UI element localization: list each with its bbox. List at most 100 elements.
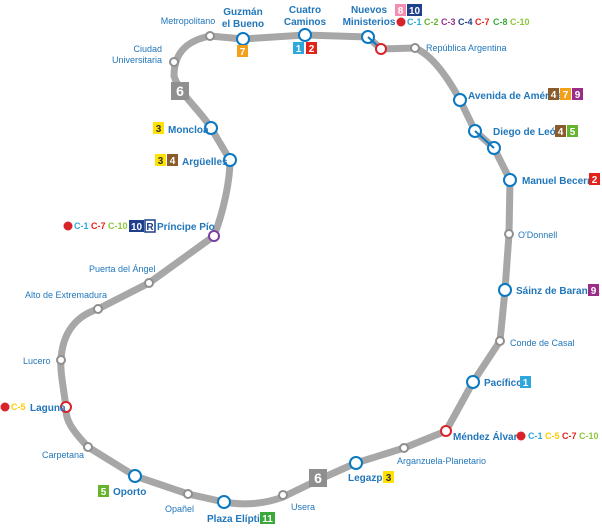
label-nuevos-ministerios-1: Nuevos	[351, 5, 388, 16]
badge-cuatro-caminos-2: 2	[309, 44, 315, 55]
cerc-nm-c1: C-1	[407, 17, 422, 27]
label-lucero: Lucero	[23, 356, 51, 366]
badge-nuevos-ministerios-10: 10	[409, 6, 421, 17]
station-puerta-angel-dot[interactable]	[144, 278, 154, 288]
line-6-badge-south-label: 6	[314, 470, 322, 486]
badge-diego-de-leon-5: 5	[570, 127, 576, 138]
label-principe-pio: Príncipe Pío	[157, 222, 215, 233]
cerc-laguna-c5: C-5	[11, 402, 26, 412]
label-mendez-alvaro: Méndez Álvaro	[453, 430, 524, 443]
station-manuel-becerra-dot[interactable]	[503, 173, 517, 187]
station-alto-extremadura-dot[interactable]	[93, 304, 103, 314]
cercanias-icon	[0, 402, 10, 412]
label-opanel: Opañel	[165, 504, 194, 514]
cerc-nm-c8: C-8	[493, 17, 508, 27]
station-metropolitano-dot[interactable]	[205, 31, 215, 41]
cerc-nm-c10: C-10	[510, 17, 530, 27]
station-opanel-dot[interactable]	[183, 489, 193, 499]
badge-diego-de-leon-4: 4	[558, 127, 564, 138]
station-plaza-eliptica-dot[interactable]	[217, 495, 231, 509]
badge-avenida-america-9: 9	[575, 90, 581, 101]
badge-plaza-eliptica-11: 11	[262, 514, 273, 525]
station-arganzuela-dot[interactable]	[399, 443, 409, 453]
label-puerta-angel: Puerta del Ángel	[89, 264, 156, 274]
cercanias-icon	[516, 431, 526, 441]
cerc-nm-c7: C-7	[475, 17, 490, 27]
interchange-stations	[128, 28, 517, 509]
station-lucero-dot[interactable]	[56, 355, 66, 365]
cerc-pp-c10: C-10	[108, 221, 128, 231]
label-plaza-eliptica: Plaza Elíptica	[207, 514, 271, 525]
line-6-badge-north	[171, 82, 189, 100]
cerc-ma-c7: C-7	[562, 431, 577, 441]
label-pacifico: Pacífico	[484, 378, 522, 389]
station-guzman-dot[interactable]	[236, 32, 250, 46]
cercanias-icon	[396, 17, 406, 27]
station-principe-pio-dot[interactable]	[208, 230, 220, 242]
diego-de-leon-connector	[474, 130, 495, 149]
label-ciudad-universitaria-2: Universitaria	[112, 55, 162, 65]
cerc-ma-c1: C-1	[528, 431, 543, 441]
badge-pacifico-1: 1	[523, 378, 529, 389]
label-conde-casal: Conde de Casal	[510, 338, 575, 348]
label-guzman-1: Guzmán	[223, 7, 262, 18]
cercanias-icon	[63, 221, 73, 231]
station-nuevos-ministerios-dot-b[interactable]	[375, 43, 387, 55]
station-conde-de-casal-dot[interactable]	[495, 336, 505, 346]
cercanias-stations	[60, 43, 452, 437]
badge-moncloa-3: 3	[156, 124, 162, 135]
line-6-badge-north-label: 6	[176, 83, 184, 99]
label-odonnell: O'Donnell	[518, 230, 557, 240]
cerc-pp-c1: C-1	[74, 221, 89, 231]
label-arganzuela: Arganzuela-Planetario	[397, 456, 486, 466]
station-sainz-baranda-dot[interactable]	[498, 283, 512, 297]
station-odonnell-dot[interactable]	[504, 229, 514, 239]
label-arguelles: Argüelles	[182, 157, 228, 168]
badge-principe-pio-10: 10	[131, 222, 143, 233]
station-arguelles-dot[interactable]	[223, 153, 237, 167]
cerc-nm-c4: C-4	[458, 17, 473, 27]
badge-oporto-5: 5	[101, 487, 107, 498]
station-legazpi-dot[interactable]	[349, 456, 363, 470]
label-republica-argentina: República Argentina	[426, 43, 507, 53]
label-avenida-america: Avenida de América	[468, 91, 563, 102]
label-carpetana: Carpetana	[42, 450, 84, 460]
cerc-nm-c2: C-2	[424, 17, 439, 27]
label-diego-de-leon: Diego de León	[493, 127, 562, 138]
label-legazpi: Legazpi	[348, 473, 385, 484]
badge-arguelles-4: 4	[170, 156, 176, 167]
station-cuatro-caminos-dot[interactable]	[298, 28, 312, 42]
station-carpetana-dot[interactable]	[83, 442, 93, 452]
station-usera-dot[interactable]	[278, 490, 288, 500]
station-oporto-dot[interactable]	[128, 469, 142, 483]
line-6-track	[57, 31, 514, 508]
normal-stations	[56, 31, 514, 500]
station-republica-argentina-dot[interactable]	[410, 43, 420, 53]
label-moncloa: Moncloa	[168, 125, 209, 136]
station-avenida-america-dot[interactable]	[453, 93, 467, 107]
station-ciudad-universitaria-dot[interactable]	[169, 57, 179, 67]
station-pacifico-dot[interactable]	[466, 375, 480, 389]
label-cuatro-caminos-2: Caminos	[284, 17, 327, 28]
label-oporto: Oporto	[113, 487, 146, 498]
badge-cuatro-caminos-1: 1	[296, 44, 302, 55]
station-moncloa-dot[interactable]	[204, 121, 218, 135]
badge-sainz-baranda-9: 9	[591, 286, 597, 297]
badge-avenida-america-7: 7	[563, 90, 569, 101]
station-laguna-dot[interactable]	[60, 401, 72, 413]
label-ciudad-universitaria-1: Ciudad	[133, 44, 162, 54]
label-nuevos-ministerios-2: Ministerios	[343, 17, 396, 28]
label-manuel-becerra: Manuel Becerra	[522, 176, 597, 187]
badge-arguelles-3: 3	[158, 156, 164, 167]
label-guzman-2: el Bueno	[222, 19, 264, 30]
cercanias-icons	[0, 17, 526, 441]
line-6-badge-south	[309, 469, 327, 487]
label-laguna: Laguna	[30, 403, 66, 414]
label-cuatro-caminos-1: Cuatro	[289, 5, 321, 16]
badge-avenida-america-4: 4	[551, 90, 557, 101]
label-usera: Usera	[291, 502, 315, 512]
station-mendez-alvaro-dot[interactable]	[440, 425, 452, 437]
badge-nuevos-ministerios-8: 8	[398, 6, 404, 17]
label-alto-extremadura: Alto de Extremadura	[25, 290, 107, 300]
